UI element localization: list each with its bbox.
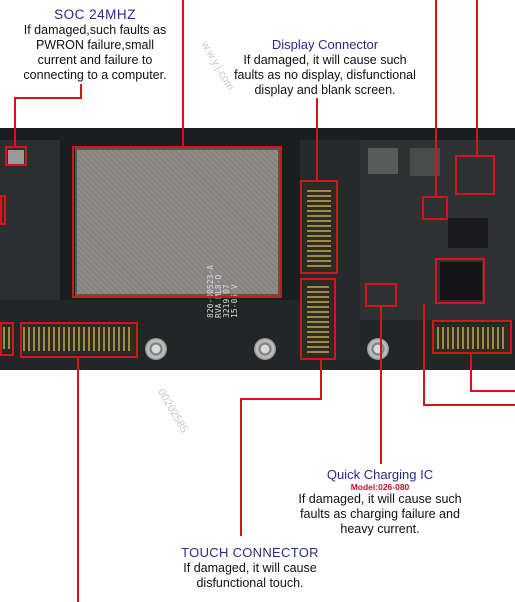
soc-crystal-leader-v1 — [80, 84, 82, 99]
soc-desc-3: current and failure to — [37, 53, 153, 67]
touch-title: TOUCH CONNECTOR — [181, 545, 319, 560]
display-leader — [316, 98, 318, 180]
charging-annotation: Quick Charging IC Model:026-080 If damag… — [270, 467, 490, 537]
charging-leader — [380, 307, 382, 464]
touch-desc-2: disfunctional touch. — [196, 576, 304, 590]
right-chip-2 — [448, 218, 488, 248]
display-desc-3: display and blank screen. — [254, 83, 396, 97]
touch-connector — [304, 282, 332, 356]
bottom-connector-highlight — [20, 322, 138, 358]
touch-leader-v1 — [320, 360, 322, 400]
right-chip-4 — [368, 148, 398, 174]
right-ic-leader-2 — [476, 0, 478, 155]
left-component-area — [0, 140, 60, 300]
touch-annotation: TOUCH CONNECTOR If damaged, it will caus… — [150, 545, 350, 591]
touch-desc-1: If damaged, it will cause — [183, 561, 317, 575]
display-annotation: Display Connector If damaged, it will ca… — [210, 37, 440, 98]
right-ic-highlight-3 — [435, 258, 485, 304]
display-desc-2: faults as no display, disfunctional — [234, 68, 416, 82]
soc-desc-2: PWRON failure,small — [35, 38, 155, 52]
soc-crystal-leader-h — [14, 97, 82, 99]
soc-desc-1: If damaged,such faults as — [23, 23, 167, 37]
screw-1 — [145, 338, 167, 360]
bottom-connector-leader — [77, 358, 79, 602]
soc-crystal-highlight — [5, 146, 27, 166]
left-edge-highlight — [0, 322, 14, 356]
right-ic-leader-3b — [423, 404, 515, 406]
touch-connector-highlight — [300, 278, 336, 360]
right-ic-leader-3a — [423, 304, 425, 406]
soc-annotation: SOC 24MHZ If damaged,such faults as PWRO… — [0, 7, 190, 83]
left-edge-connector — [0, 324, 14, 352]
soc-desc-4: connecting to a computer. — [23, 68, 167, 82]
display-connector — [304, 184, 334, 270]
screw-2 — [254, 338, 276, 360]
soc-24mhz-crystal — [8, 150, 24, 164]
right-ic-highlight-2 — [455, 155, 495, 195]
display-title: Display Connector — [271, 37, 379, 52]
right-connector-leader-h — [470, 390, 515, 392]
touch-leader-h — [240, 398, 322, 400]
right-connector-highlight — [432, 320, 512, 354]
charging-title: Quick Charging IC — [326, 467, 434, 482]
watermark-number: 00202585 — [155, 386, 190, 436]
soc-title: SOC 24MHZ — [54, 7, 136, 22]
right-connector — [434, 324, 510, 352]
charging-model: Model:026-080 — [350, 482, 410, 492]
bottom-left-connector — [20, 324, 135, 354]
soc-leader — [182, 0, 184, 146]
screw-3 — [367, 338, 389, 360]
right-ic-highlight-1 — [422, 196, 448, 220]
right-connector-leader-v — [470, 354, 472, 392]
charging-desc-3: heavy current. — [340, 522, 420, 536]
soc-highlight — [72, 146, 282, 298]
display-desc-1: If damaged, it will cause such — [243, 53, 407, 67]
charging-desc-2: faults as charging failure and — [300, 507, 460, 521]
soc-crystal-leader-v2 — [14, 97, 16, 147]
soc-chip — [75, 148, 280, 296]
right-ic-leader-1 — [435, 0, 437, 196]
charging-ic-highlight — [365, 283, 397, 307]
display-connector-highlight — [300, 180, 338, 274]
charging-desc-1: If damaged, it will cause such — [298, 492, 462, 506]
right-chip-3 — [440, 262, 482, 300]
touch-leader-v2 — [240, 398, 242, 536]
left-small-highlight — [0, 195, 6, 225]
